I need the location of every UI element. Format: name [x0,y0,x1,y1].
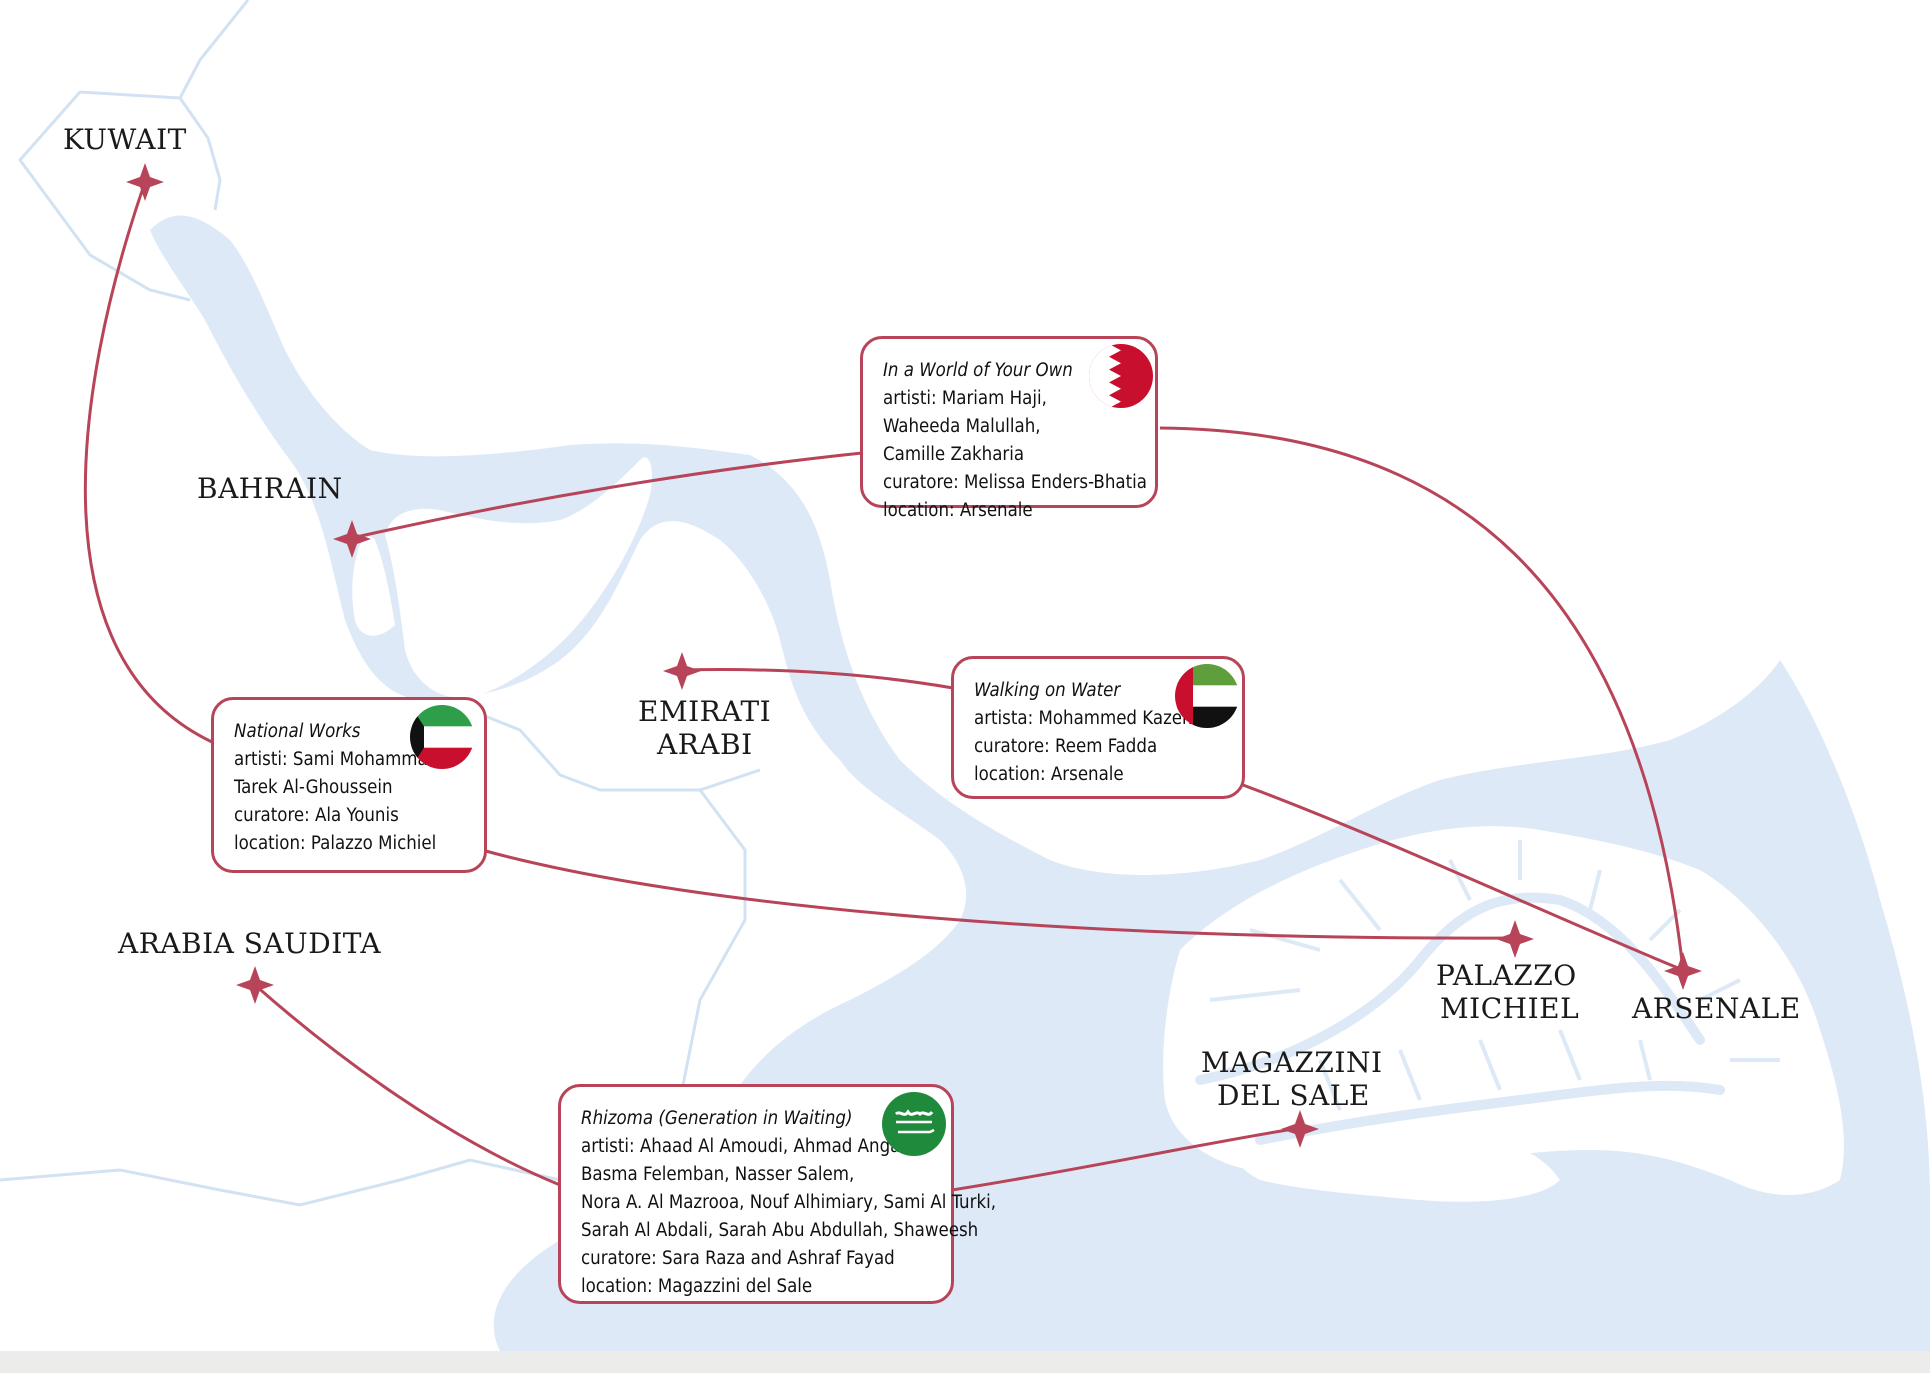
label-palazzo-1: PALAZZO [1436,959,1577,992]
pavilion-title: In a World of Your Own [883,360,1073,381]
pavilion-location: location: Palazzo Michiel [234,833,437,854]
saudi-flag-icon [882,1092,946,1156]
marker-palazzo [1496,920,1534,958]
label-arsenale: ARSENALE [1631,992,1801,1025]
kuwait-pavilion-card: National Works artisti: Sami Mohammad, T… [211,697,487,873]
kuwait-flag-icon [410,705,474,769]
label-emirati-1: EMIRATI [638,695,771,728]
routes [83,181,1685,1192]
pavilion-curator: curatore: Melissa Enders-Bhatia [883,472,1147,493]
pavilion-artists: artisti: Mariam Haji, Waheeda Malullah, … [883,388,1047,465]
bahrain-flag-icon [1089,344,1153,408]
pavilion-artists: Tarek Al-Ghoussein [234,777,393,798]
saudi-pavilion-card: Rhizoma (Generation in Waiting) artisti:… [558,1084,996,1304]
label-kuwait: KUWAIT [63,123,187,156]
label-magazzini-1: MAGAZZINI [1201,1046,1383,1079]
uae-flag-icon [1175,664,1239,728]
pavilion-artists: Basma Felemban, Nasser Salem, [581,1164,855,1185]
pavilion-title: Rhizoma (Generation in Waiting) [581,1108,853,1129]
island-north [700,398,745,427]
route-saudi-card-to-magazzini [951,1126,1301,1192]
label-magazzini-2: DEL SALE [1217,1079,1370,1112]
pavilion-title: Walking on Water [974,680,1121,701]
pavilion-location: location: Arsenale [974,764,1124,785]
bahrain-island [352,536,395,636]
marker-kuwait [126,163,164,201]
pavilion-curator: curatore: Reem Fadda [974,736,1158,757]
pavilion-artists: artisti: Sami Mohammad, [234,749,444,770]
marker-arsenale [1664,952,1702,990]
pavilion-artists: artisti: Ahaad Al Amoudi, Ahmad Angawi, [581,1136,924,1157]
marker-bahrain [333,520,371,558]
place-labels: KUWAIT BAHRAIN EMIRATI ARABI ARABIA SAUD… [63,123,1801,1112]
footer-strip [0,1351,1930,1373]
route-bahrain-card-to-arsenale [1159,426,1685,971]
pavilion-location: location: Arsenale [883,500,1033,521]
markers [126,163,1702,1148]
pavilion-location: location: Magazzini del Sale [581,1276,813,1297]
route-uae-card-to-arsenale [1242,783,1684,972]
label-emirati-2: ARABI [656,728,753,761]
pavilion-artists: Sarah Al Abdali, Sarah Abu Abdullah, Sha… [581,1220,979,1241]
pavilion-curator: curatore: Sara Raza and Ashraf Fayad [581,1248,895,1269]
route-uae-card-to-emirati [681,668,954,690]
pavilion-artists: artista: Mohammed Kazem [974,708,1199,729]
uae-pavilion-card: Walking on Water artista: Mohammed Kazem… [951,656,1245,799]
route-kuwait-card-to-palazzo [481,848,1516,940]
pavilion-title: National Works [234,721,361,742]
venice-minor-canals [1209,840,1780,1111]
pavilion-artists: Nora A. Al Mazrooa, Nouf Alhimiary, Sami… [581,1192,996,1213]
bahrain-pavilion-card: In a World of Your Own artisti: Mariam H… [860,336,1158,521]
route-saudi-to-card [254,983,561,1187]
route-bahrain-to-card [351,451,863,540]
marker-emirati [663,652,701,690]
marker-magazzini [1281,1110,1319,1148]
pavilion-curator: curatore: Ala Younis [234,805,399,826]
route-kuwait-to-card [83,181,213,744]
venice-canals [1195,892,1725,1145]
label-palazzo-2: MICHIEL [1440,992,1579,1025]
label-bahrain: BAHRAIN [197,472,343,505]
label-arabia: ARABIA SAUDITA [117,927,381,960]
marker-arabia [236,966,274,1004]
